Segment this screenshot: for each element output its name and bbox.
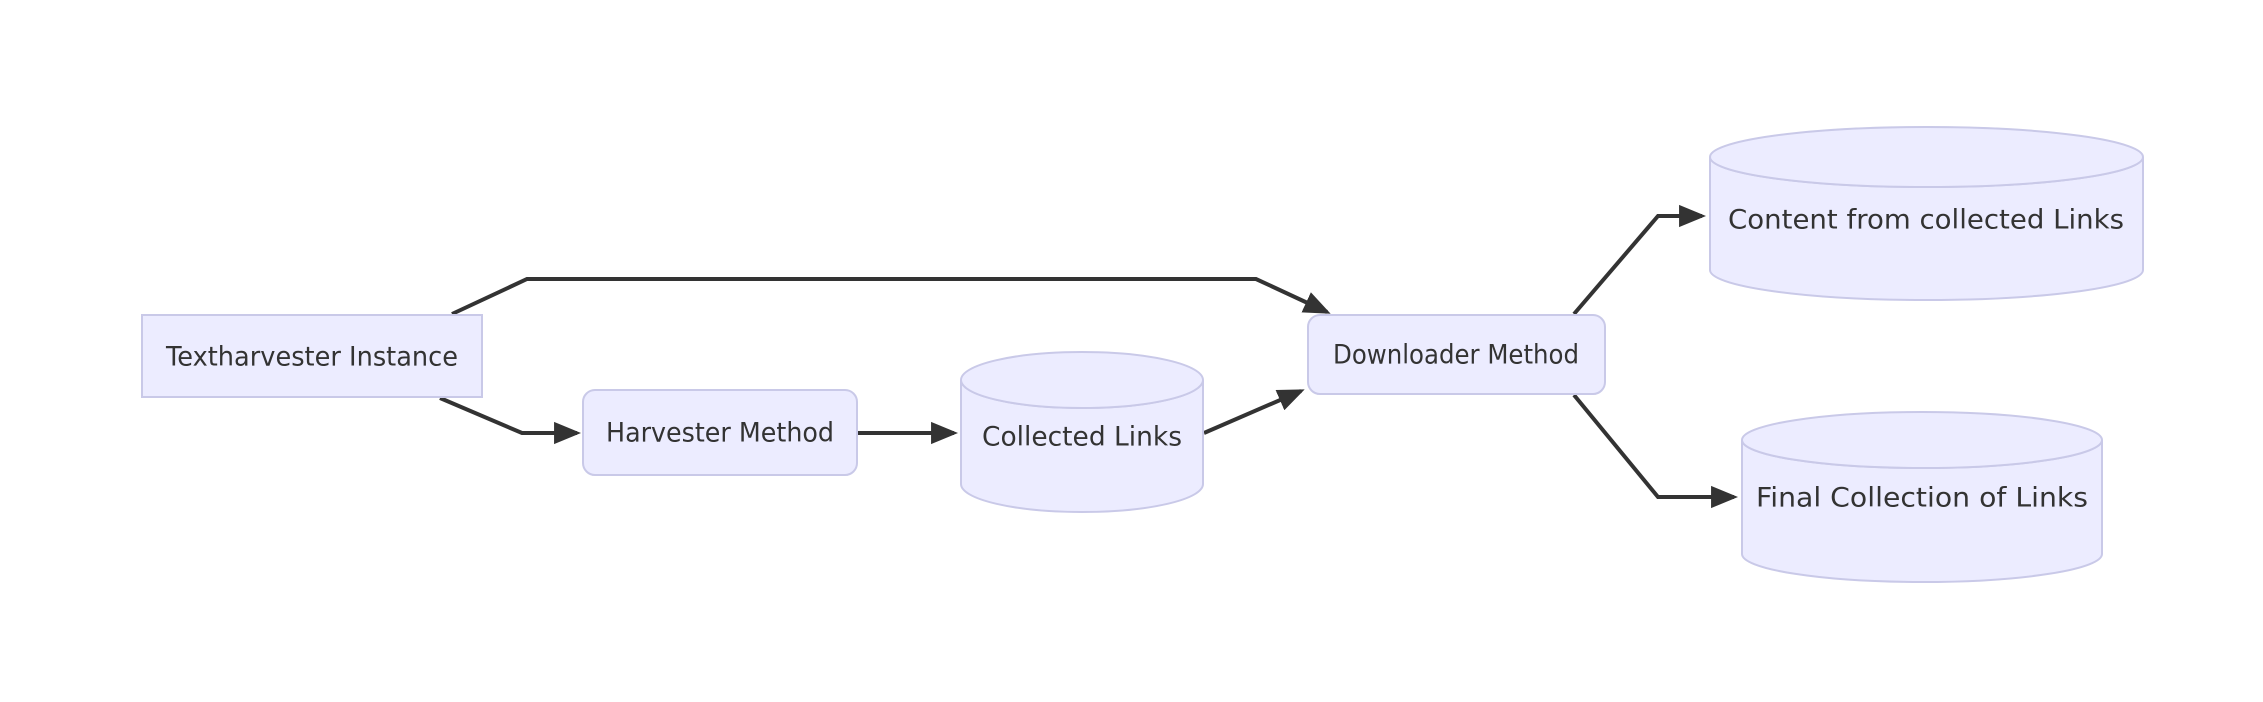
node-label: Final Collection of Links — [1756, 483, 2088, 514]
edge-textharvester-instance-to-downloader-method — [451, 277, 1331, 316]
rounded-rectangle-shape — [582, 389, 858, 476]
edge-collected-links-to-downloader-method — [1203, 389, 1305, 435]
rectangle-shape — [141, 314, 483, 398]
node-label: Textharvester Instance — [165, 342, 458, 373]
node-downloader-method: Downloader Method — [1307, 314, 1606, 395]
node-content-from-collected-links: Content from collected Links — [1709, 126, 2144, 301]
node-label: Downloader Method — [1333, 340, 1579, 371]
node-final-collection-of-links: Final Collection of Links — [1741, 411, 2103, 583]
node-label: Content from collected Links — [1728, 205, 2124, 236]
edge-downloader-method-to-final-collection-of-links — [1572, 393, 1739, 509]
node-harvester-method: Harvester Method — [582, 389, 858, 476]
edge-layer — [439, 204, 1739, 509]
node-label: Harvester Method — [606, 418, 834, 449]
node-label: Collected Links — [982, 422, 1182, 453]
cylinder-top-shape — [1741, 411, 2103, 469]
edge-textharvester-instance-to-harvester-method — [439, 396, 582, 445]
edge-downloader-method-to-content-from-collected-links — [1572, 204, 1707, 316]
node-collected-links: Collected Links — [960, 351, 1204, 513]
cylinder-top-shape — [960, 351, 1204, 409]
rounded-rectangle-shape — [1307, 314, 1606, 395]
cylinder-top-shape — [1709, 126, 2144, 188]
node-textharvester-instance: Textharvester Instance — [141, 314, 483, 398]
